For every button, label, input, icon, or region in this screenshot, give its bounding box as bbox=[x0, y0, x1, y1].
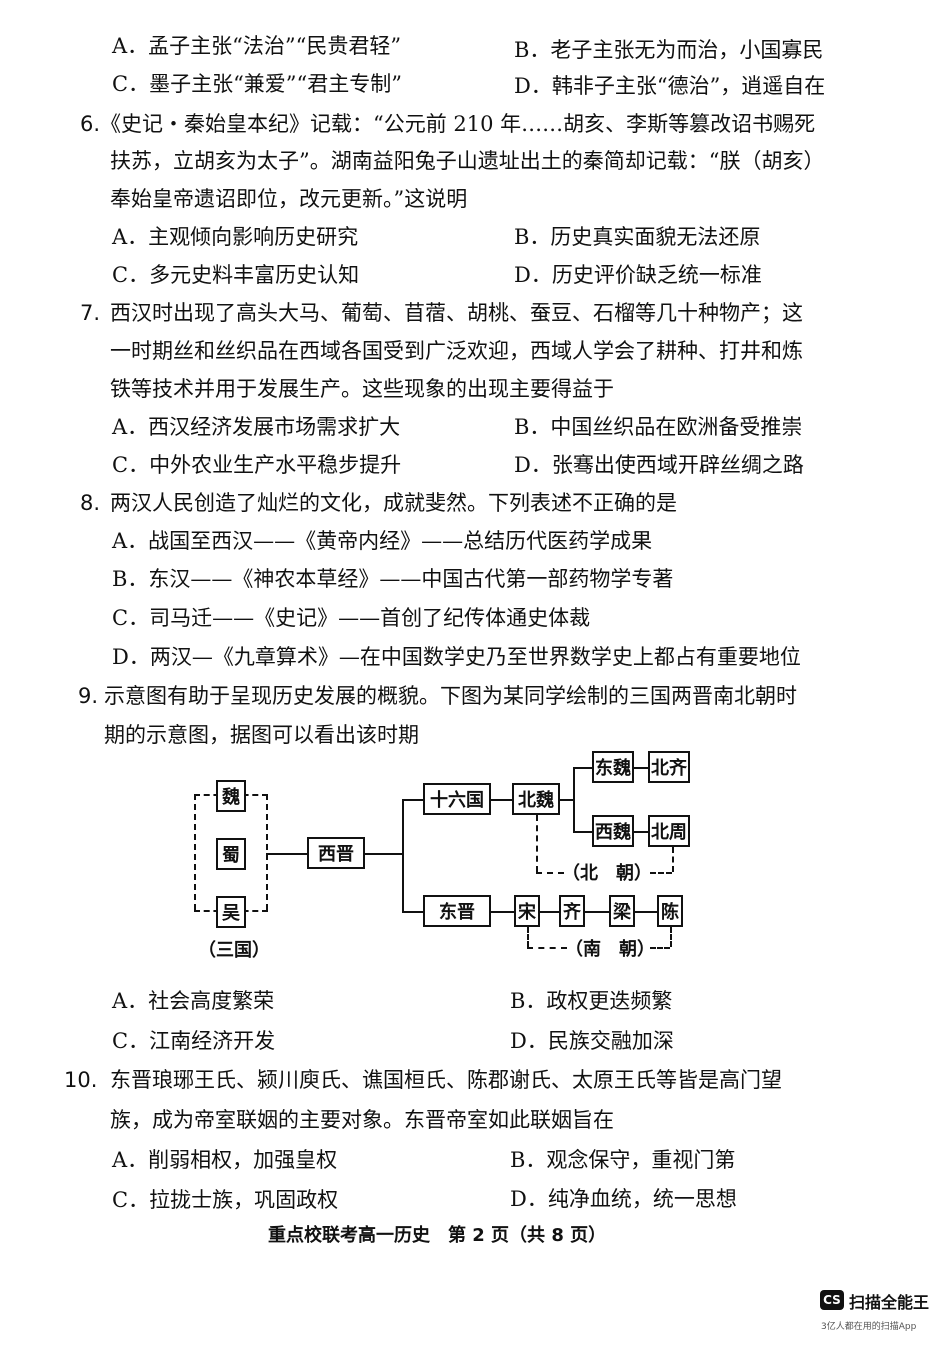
box-beizhou: 北周 bbox=[648, 815, 690, 847]
q6-number: 6. bbox=[80, 112, 101, 136]
label-sanguo: （三国） bbox=[198, 940, 270, 961]
q6-stem-line1: 《史记・秦始皇本纪》记载：“公元前 210 年……胡亥、李斯等篡改诏书赐死 bbox=[100, 112, 816, 136]
q6-option-b: B．历史真实面貌无法还原 bbox=[514, 225, 761, 249]
q6-option-d: D．历史评价缺乏统一标准 bbox=[514, 263, 762, 287]
camscanner-logo-icon: CS bbox=[820, 1290, 844, 1310]
q7-stem-line2: 一时期丝和丝织品在西域各国受到广泛欢迎，西域人学会了耕种、打井和炼 bbox=[110, 339, 803, 363]
q10-option-a: A．削弱相权，加强皇权 bbox=[112, 1148, 338, 1172]
q9-stem-line2: 期的示意图，据图可以看出该时期 bbox=[104, 723, 419, 747]
box-song: 宋 bbox=[514, 895, 540, 927]
q6-option-c: C．多元史料丰富历史认知 bbox=[112, 263, 360, 287]
box-wu: 吴 bbox=[216, 896, 246, 928]
line-beiwei-split bbox=[560, 799, 574, 801]
box-dongwei: 东魏 bbox=[592, 751, 634, 783]
nanchao-bracket-bottom-left bbox=[527, 947, 567, 949]
box-dongjin: 东晋 bbox=[423, 895, 491, 927]
page-footer: 重点校联考高一历史 第 2 页（共 8 页） bbox=[268, 1225, 607, 1246]
q10-number: 10. bbox=[64, 1068, 98, 1092]
q8-stem: 两汉人民创造了灿烂的文化，成就斐然。下列表述不正确的是 bbox=[110, 491, 677, 515]
sanguo-bracket-left bbox=[194, 794, 196, 910]
q6-stem-line3: 奉始皇帝遗诏即位，改元更新。”这说明 bbox=[110, 187, 468, 211]
label-beichao: （北 朝） bbox=[562, 863, 652, 884]
q5-option-a: A．孟子主张“法治”“民贵君轻” bbox=[112, 34, 402, 58]
q7-option-d: D．张骞出使西域开辟丝绸之路 bbox=[514, 453, 804, 477]
nanchao-bracket-bottom-right bbox=[650, 947, 670, 949]
q8-number: 8. bbox=[80, 491, 101, 515]
q10-option-b: B．观念保守，重视门第 bbox=[510, 1148, 736, 1172]
line-sanguo-xijin bbox=[266, 853, 308, 855]
line-dongjin-song bbox=[491, 911, 515, 913]
line-branch-vertical bbox=[402, 799, 404, 911]
line-shiliuguo-beiwei bbox=[491, 799, 513, 801]
box-qi: 齐 bbox=[559, 895, 585, 927]
beichao-bracket-bottom-right bbox=[650, 872, 672, 874]
watermark-subtitle: 3亿人都在用的扫描App bbox=[821, 1322, 917, 1332]
beichao-bracket-right bbox=[672, 847, 674, 872]
q7-stem-line1: 西汉时出现了高头大马、葡萄、苜蓿、胡桃、蚕豆、石榴等几十种物产；这 bbox=[110, 301, 803, 325]
line-dongwei-beiqi bbox=[634, 767, 649, 769]
sanguo-bracket-right bbox=[266, 794, 268, 910]
q7-option-a: A．西汉经济发展市场需求扩大 bbox=[112, 415, 401, 439]
q10-option-c: C．拉拢士族，巩固政权 bbox=[112, 1188, 339, 1212]
line-beiwei-vertical bbox=[573, 767, 575, 832]
q10-stem-line1: 东晋琅琊王氏、颍川庾氏、谯国桓氏、陈郡谢氏、太原王氏等皆是高门望 bbox=[110, 1068, 782, 1092]
box-xijin: 西晋 bbox=[307, 837, 365, 869]
line-to-dongjin bbox=[402, 911, 424, 913]
q7-stem-line3: 铁等技术并用于发展生产。这些现象的出现主要得益于 bbox=[110, 377, 614, 401]
box-beiwei: 北魏 bbox=[512, 783, 560, 815]
q8-option-c: C．司马迁——《史记》——首创了纪传体通史体裁 bbox=[112, 606, 591, 630]
line-to-xiwei bbox=[573, 831, 593, 833]
q6-stem-line2: 扶苏，立胡亥为太子”。湖南益阳兔子山遗址出土的秦简却记载：“朕（胡亥） bbox=[110, 149, 825, 173]
q5-option-b: B．老子主张无为而治，小国寡民 bbox=[514, 38, 824, 62]
q8-option-d: D．两汉—《九章算术》—在中国数学史乃至世界数学史上都占有重要地位 bbox=[112, 645, 801, 669]
box-wei: 魏 bbox=[216, 780, 246, 812]
line-liang-chen bbox=[635, 911, 658, 913]
nanchao-bracket-right bbox=[670, 927, 672, 947]
q9-option-c: C．江南经济开发 bbox=[112, 1029, 276, 1053]
box-xiwei: 西魏 bbox=[592, 815, 634, 847]
box-chen: 陈 bbox=[657, 895, 683, 927]
box-shu: 蜀 bbox=[216, 838, 246, 870]
label-nanchao: （南 朝） bbox=[565, 939, 655, 960]
q8-option-b: B．东汉——《神农本草经》——中国古代第一部药物学专著 bbox=[112, 567, 674, 591]
line-to-shiliuguo bbox=[402, 799, 424, 801]
line-qi-liang bbox=[585, 911, 610, 913]
q10-stem-line2: 族，成为帝室联姻的主要对象。东晋帝室如此联姻旨在 bbox=[110, 1108, 614, 1132]
beichao-bracket-left bbox=[536, 815, 538, 872]
q5-option-d: D．韩非子主张“德治”，逍遥自在 bbox=[514, 74, 826, 98]
box-liang: 梁 bbox=[609, 895, 635, 927]
nanchao-bracket-left bbox=[527, 927, 529, 947]
q9-stem-line1: 示意图有助于呈现历史发展的概貌。下图为某同学绘制的三国两晋南北朝时 bbox=[104, 684, 797, 708]
q9-option-a: A．社会高度繁荣 bbox=[112, 989, 275, 1013]
beichao-bracket-bottom-left bbox=[536, 872, 564, 874]
line-to-dongwei bbox=[573, 767, 593, 769]
watermark-title: 扫描全能王 bbox=[849, 1293, 930, 1312]
q7-option-b: B．中国丝织品在欧洲备受推崇 bbox=[514, 415, 803, 439]
line-xiwei-beizhou bbox=[634, 831, 649, 833]
q6-option-a: A．主观倾向影响历史研究 bbox=[112, 225, 359, 249]
q8-option-a: A．战国至西汉——《黄帝内经》——总结历代医药学成果 bbox=[112, 529, 653, 553]
q9-option-b: B．政权更迭频繁 bbox=[510, 989, 673, 1013]
line-song-qi bbox=[540, 911, 560, 913]
q7-number: 7. bbox=[80, 301, 101, 325]
line-xijin-branch bbox=[365, 853, 403, 855]
q7-option-c: C．中外农业生产水平稳步提升 bbox=[112, 453, 402, 477]
box-shiliuguo: 十六国 bbox=[423, 783, 491, 815]
q5-option-c: C．墨子主张“兼爱”“君主专制” bbox=[112, 72, 403, 96]
q9-number: 9. bbox=[78, 684, 99, 708]
q9-option-d: D．民族交融加深 bbox=[510, 1029, 674, 1053]
q10-option-d: D．纯净血统，统一思想 bbox=[510, 1187, 737, 1211]
box-beiqi: 北齐 bbox=[648, 751, 690, 783]
